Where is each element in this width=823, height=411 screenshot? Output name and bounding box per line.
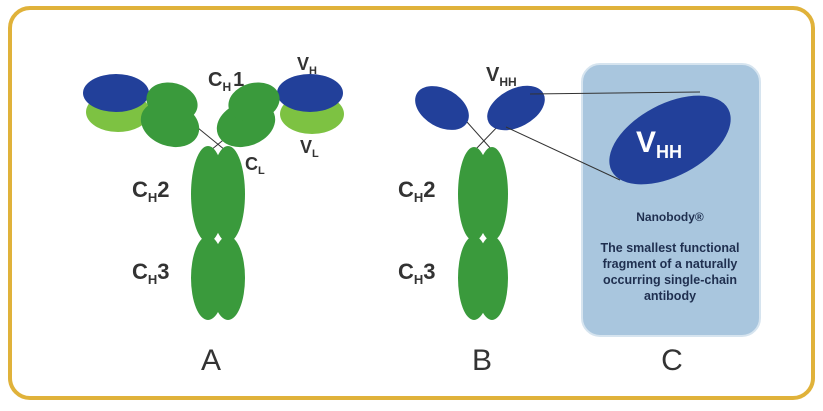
panel-letter-c: C [661,344,683,377]
label-ch3-b: CH3 [398,259,436,287]
nanobody-caption: Nanobody® The smallest functional fragme… [586,210,754,304]
label-ch2-b: CH2 [398,177,436,205]
zoom-line-top [529,91,701,95]
heavy-chain-antibody: VHH CH2 CH3 B [398,64,545,377]
fc-stem-b [458,147,508,320]
vhh-domain-left [415,86,469,130]
nanobody-description: The smallest functional fragment of a na… [600,241,740,303]
zoom-line-bottom [505,126,621,181]
label-cl: CL [245,154,265,177]
vh-domain-left [83,74,149,112]
fab-arm-right [216,74,344,148]
label-ch2-a: CH2 [132,177,170,205]
nanobody-panel: VHH C [505,63,761,377]
hinge-line-left-b [466,121,493,151]
hinge-line-left [197,127,226,151]
vh-domain-right [277,74,343,112]
ch1-domain-right [228,82,280,122]
label-vhh-c: VHH [636,126,682,162]
nanobody-title: Nanobody® [636,210,704,224]
vhh-domain-enlarged [609,95,731,185]
panel-letter-b: B [472,344,492,377]
label-vl: VL [300,137,319,160]
panel-letter-a: A [201,344,221,377]
vhh-domain-right [487,85,545,131]
ch1-domain-left [146,82,198,122]
fc-stem [191,146,245,320]
label-ch3-a: CH3 [132,259,170,287]
label-vhh-b: VHH [486,64,517,89]
label-vh: VH [297,54,317,77]
fab-arm-left [83,74,200,148]
